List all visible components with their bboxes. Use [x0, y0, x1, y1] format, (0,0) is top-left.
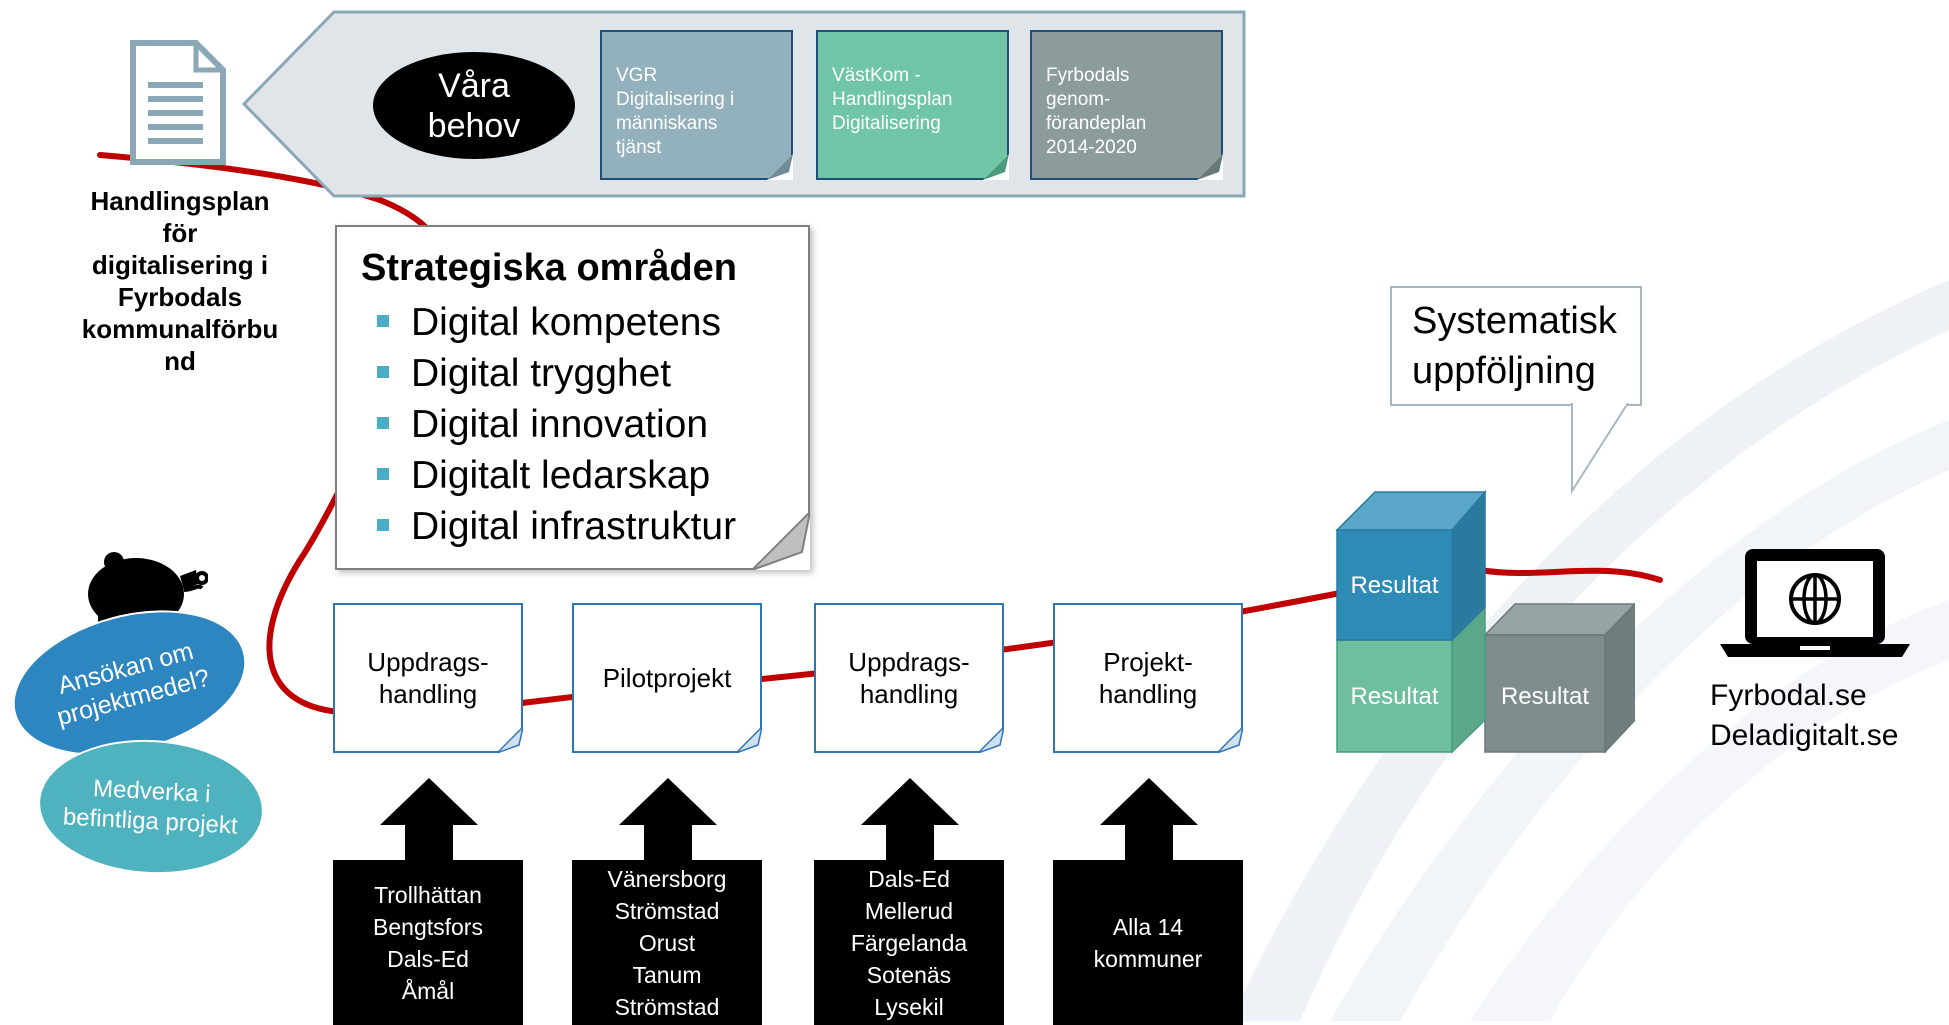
- page-fold-icon: [736, 727, 762, 753]
- result-cube-gray: [1483, 602, 1635, 754]
- bullet-icon: [377, 314, 389, 327]
- result-label-gray: Resultat: [1500, 683, 1590, 710]
- strategic-item: Digital infrastruktur: [377, 501, 736, 552]
- step-label: Uppdrags- handling: [848, 647, 970, 709]
- page-fold-icon: [1217, 727, 1243, 753]
- up-arrow-icon: [619, 778, 717, 862]
- bullet-icon: [377, 365, 389, 378]
- municipality-box-3: Dals-Ed Mellerud Färgelanda Sotenäs Lyse…: [814, 860, 1004, 1025]
- result-cube-blue: [1335, 490, 1487, 642]
- apply-funding-text: Ansökan om projektmedel?: [53, 637, 213, 732]
- page-fold-icon: [983, 154, 1009, 180]
- page-fold-icon: [767, 154, 793, 180]
- plan-title: Handlingsplan för digitalisering i Fyrbo…: [81, 186, 279, 376]
- note-vastkom: VästKom - Handlingsplan Digitalisering: [816, 30, 1009, 180]
- strategic-areas-box: Strategiska områden Digital kompetens Di…: [335, 225, 810, 570]
- note-vastkom-text: VästKom - Handlingsplan Digitalisering: [832, 65, 953, 134]
- result-cube-green: [1336, 605, 1486, 754]
- note-vgr: VGR Digitalisering i människans tjänst: [600, 30, 793, 180]
- websites-label: Fyrbodal.se Deladigitalt.se: [1710, 679, 1899, 752]
- step-label: Pilotprojekt: [602, 663, 732, 693]
- laptop-globe-icon: [1720, 549, 1910, 657]
- strategic-list: Digital kompetens Digital trygghet Digit…: [377, 297, 736, 552]
- step-card-4: Projekt- handling: [1053, 603, 1243, 753]
- page-fold-icon: [978, 727, 1004, 753]
- step-card-1: Uppdrags- handling: [333, 603, 523, 753]
- up-arrow-icon: [380, 778, 478, 862]
- step-card-2: Pilotprojekt: [572, 603, 762, 753]
- document-icon: [130, 40, 226, 165]
- needs-label: Våra behov: [373, 52, 575, 159]
- page-fold-icon: [497, 727, 523, 753]
- step-label: Uppdrags- handling: [367, 647, 489, 709]
- note-fyrbodal: Fyrbodals genom- förandeplan 2014-2020: [1030, 30, 1223, 180]
- municipality-box-4: Alla 14 kommuner: [1053, 860, 1243, 1025]
- callout-pointer: [1571, 403, 1629, 495]
- page-fold-icon: [1197, 154, 1223, 180]
- result-label-green: Resultat: [1350, 683, 1439, 710]
- result-label-blue: Resultat: [1350, 572, 1439, 599]
- up-arrow-icon: [1100, 778, 1198, 862]
- step-label: Projekt- handling: [1098, 647, 1198, 709]
- up-arrow-icon: [861, 778, 959, 862]
- result-cubes: [1335, 490, 1635, 754]
- strategic-item: Digital kompetens: [377, 297, 736, 348]
- municipality-box-2: Vänersborg Strömstad Orust Tanum Strömst…: [572, 860, 762, 1025]
- bullet-icon: [377, 416, 389, 429]
- strategic-item: Digital innovation: [377, 399, 736, 450]
- followup-callout: Systematisk uppföljning: [1390, 286, 1642, 406]
- step-card-3: Uppdrags- handling: [814, 603, 1004, 753]
- note-fyrbodal-text: Fyrbodals genom- förandeplan 2014-2020: [1046, 65, 1147, 158]
- note-vgr-text: VGR Digitalisering i människans tjänst: [616, 65, 735, 158]
- strategic-item: Digitalt ledarskap: [377, 450, 736, 501]
- municipality-box-1: Trollhättan Bengtsfors Dals-Ed Åmål: [333, 860, 523, 1025]
- strategic-title: Strategiska områden: [361, 247, 737, 289]
- page-fold-icon: [752, 512, 810, 570]
- bullet-icon: [377, 518, 389, 531]
- strategic-item: Digital trygghet: [377, 348, 736, 399]
- participate-text: Medverka i befintliga projekt: [62, 774, 239, 840]
- bullet-icon: [377, 467, 389, 480]
